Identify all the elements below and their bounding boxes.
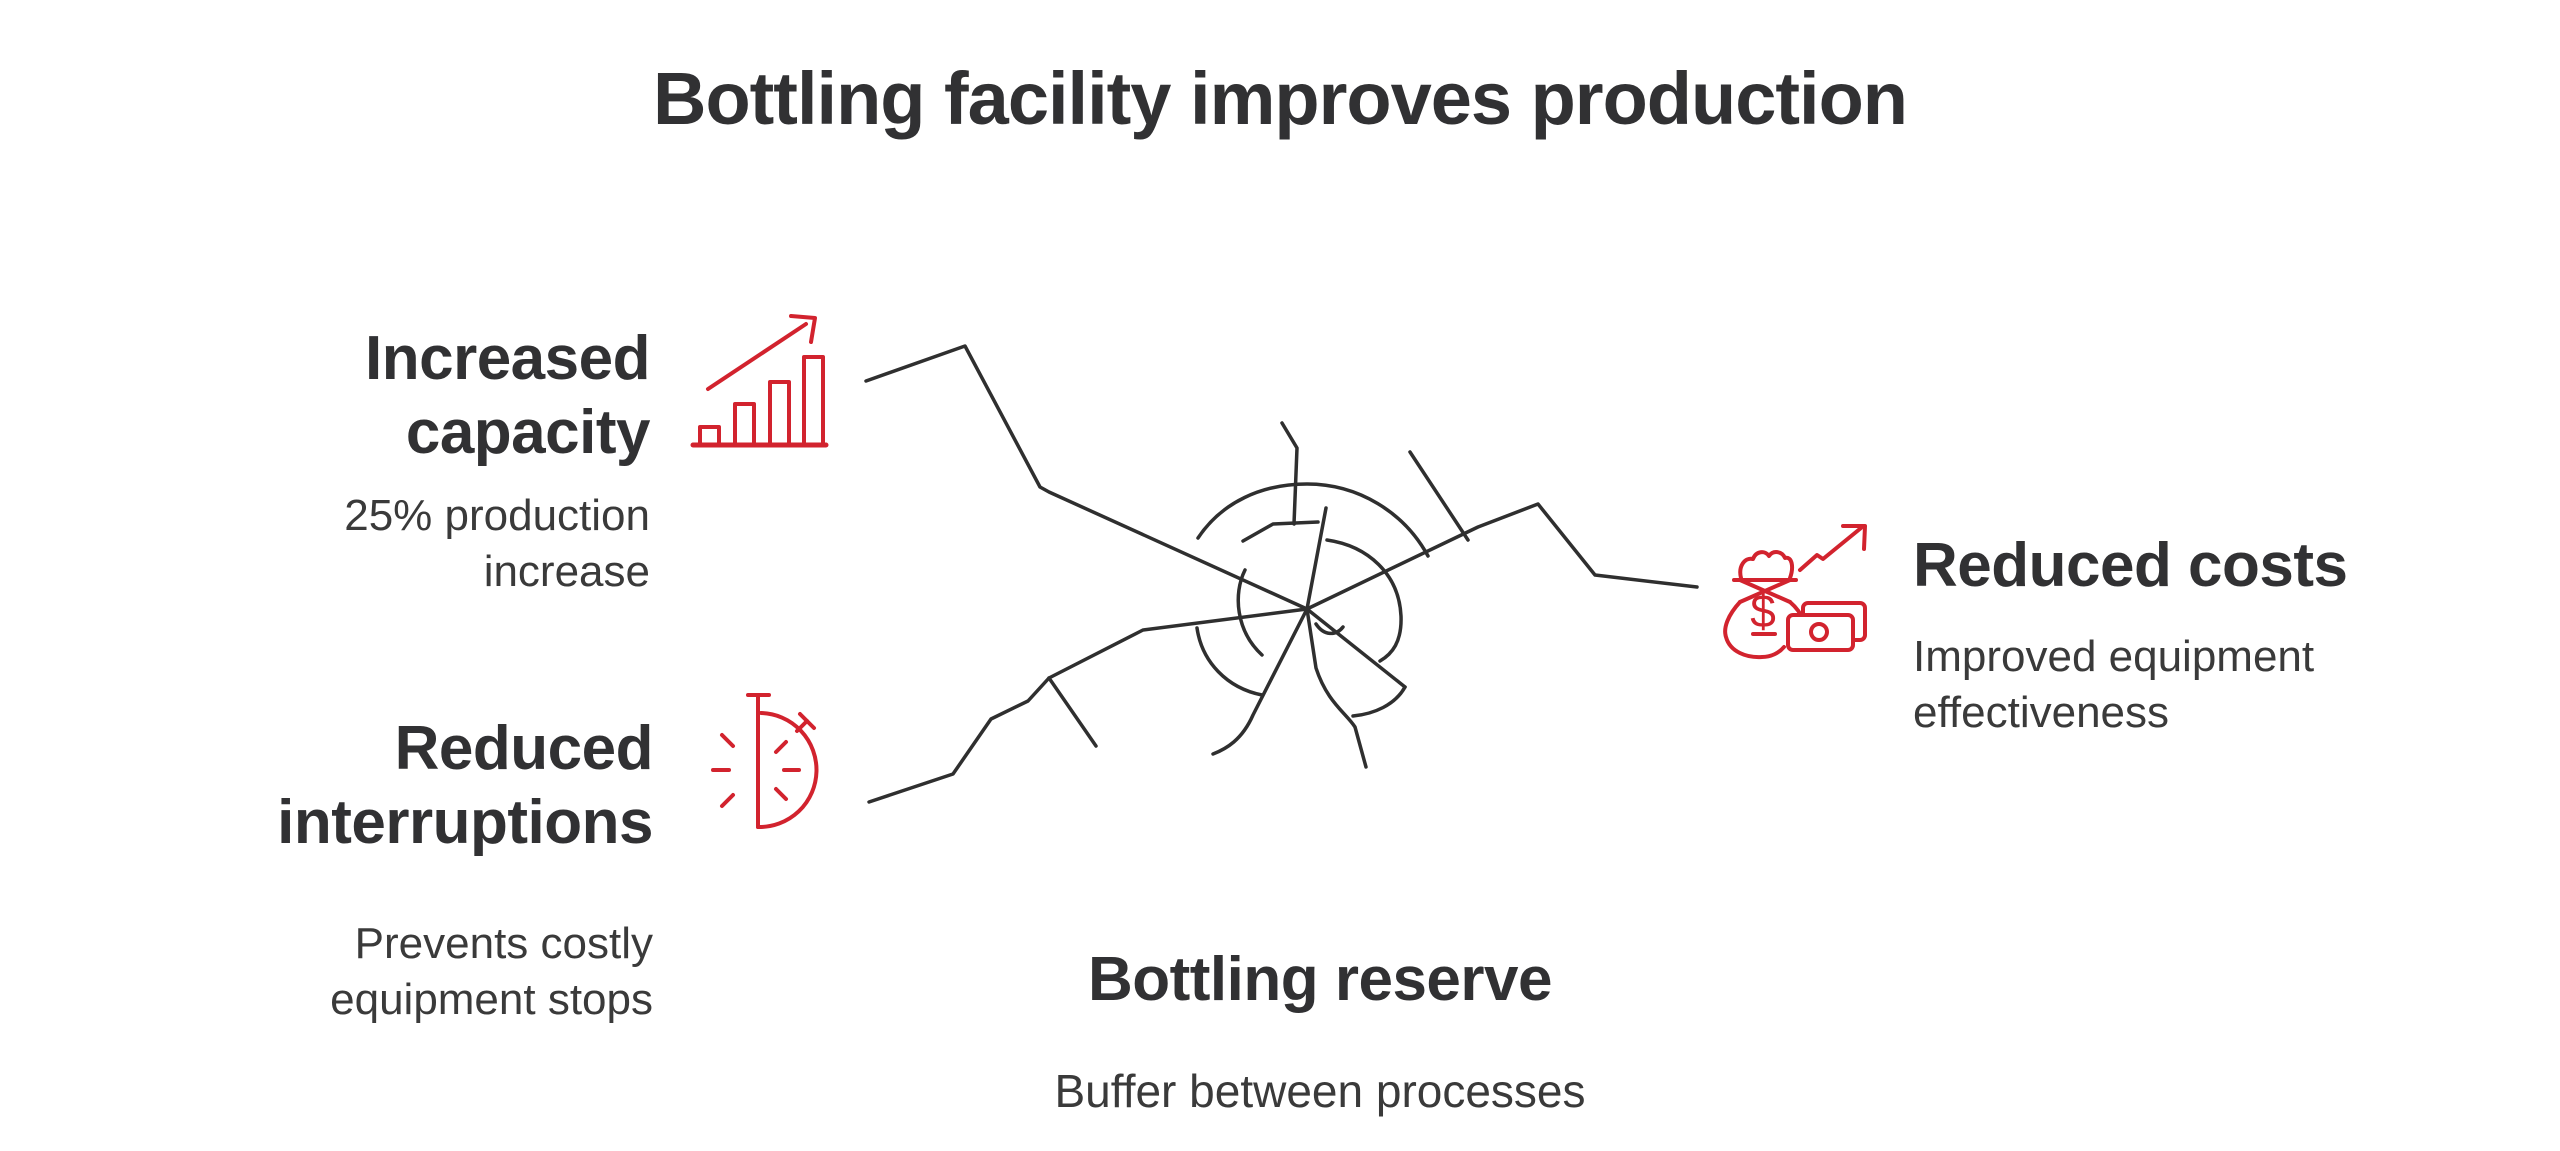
doodle-right-spiral-arm (1325, 538, 1403, 663)
money-arrow-shaft (1798, 526, 1863, 572)
growth-arrow-shaft (706, 322, 808, 391)
center-node-label: Bottling reserve (1087, 945, 1553, 1014)
branch-increased-capacity-label: Increased capacity (364, 324, 651, 467)
stopwatch-crown-stem (795, 719, 809, 733)
branch-reduced-interruptions-label: Reduced interruptions (277, 714, 653, 857)
stopwatch-tick-3 (774, 787, 788, 801)
money-bag-growth-icon: $ (1723, 524, 1867, 660)
bar-3 (768, 380, 791, 447)
doodle-seven-bar (1241, 520, 1320, 543)
money-arrow-head (1841, 524, 1867, 551)
connector-reduced-costs (1305, 502, 1699, 611)
money-bag-tie-cross-2 (1738, 578, 1792, 604)
connector-reduced-interruptions (867, 607, 1309, 804)
stopwatch-crown-bar (798, 712, 816, 730)
branch-connectors (864, 344, 1699, 804)
doodle-pie-arc (1351, 685, 1407, 718)
doodle-inner-small-arc (1314, 622, 1345, 636)
growth-arrow-head (789, 314, 817, 344)
money-bag-crumple-top (1738, 550, 1795, 580)
stopwatch-ray-1 (720, 733, 735, 748)
bar-2 (733, 402, 756, 447)
center-doodle-sketch (1195, 421, 1430, 769)
stopwatch-ray-3 (720, 793, 735, 808)
money-bag-body-left (1723, 600, 1786, 660)
branch-reduced-costs-label: Reduced costs (1913, 531, 2348, 600)
branch-reduced-costs-caption: Improved equipment effectiveness (1913, 632, 2315, 737)
connector-reduced-interruptions-spur (1047, 676, 1098, 748)
doodle-left-outer-arc (1195, 626, 1264, 697)
connector-increased-capacity (864, 344, 1309, 611)
stopwatch-icon (711, 693, 819, 830)
bar-chart-growth-icon (690, 314, 829, 448)
center-node-caption: Buffer between processes (1054, 1065, 1586, 1117)
stopwatch-tick-1 (774, 740, 788, 754)
doodle-top-spur (1280, 421, 1299, 526)
branch-increased-capacity-caption: 25% production increase (344, 491, 650, 596)
stopwatch-half-dial (756, 711, 819, 830)
connector-reduced-costs-spur (1408, 450, 1470, 542)
bar-4 (802, 355, 825, 447)
doodle-bottom-right-spoke (1305, 607, 1368, 769)
branch-reduced-interruptions-caption: Prevents costly equipment stops (330, 919, 653, 1024)
doodle-pie-edge (1305, 607, 1407, 689)
page-title: Bottling facility improves production (653, 57, 1908, 140)
banknote-coin (1809, 622, 1829, 642)
bar-1 (698, 425, 721, 447)
banknote-front (1786, 613, 1855, 652)
doodle-big-top-arc (1196, 482, 1430, 558)
dollar-sign-glyph: $ (1750, 585, 1776, 637)
doodle-vertical-spoke (1211, 506, 1328, 756)
